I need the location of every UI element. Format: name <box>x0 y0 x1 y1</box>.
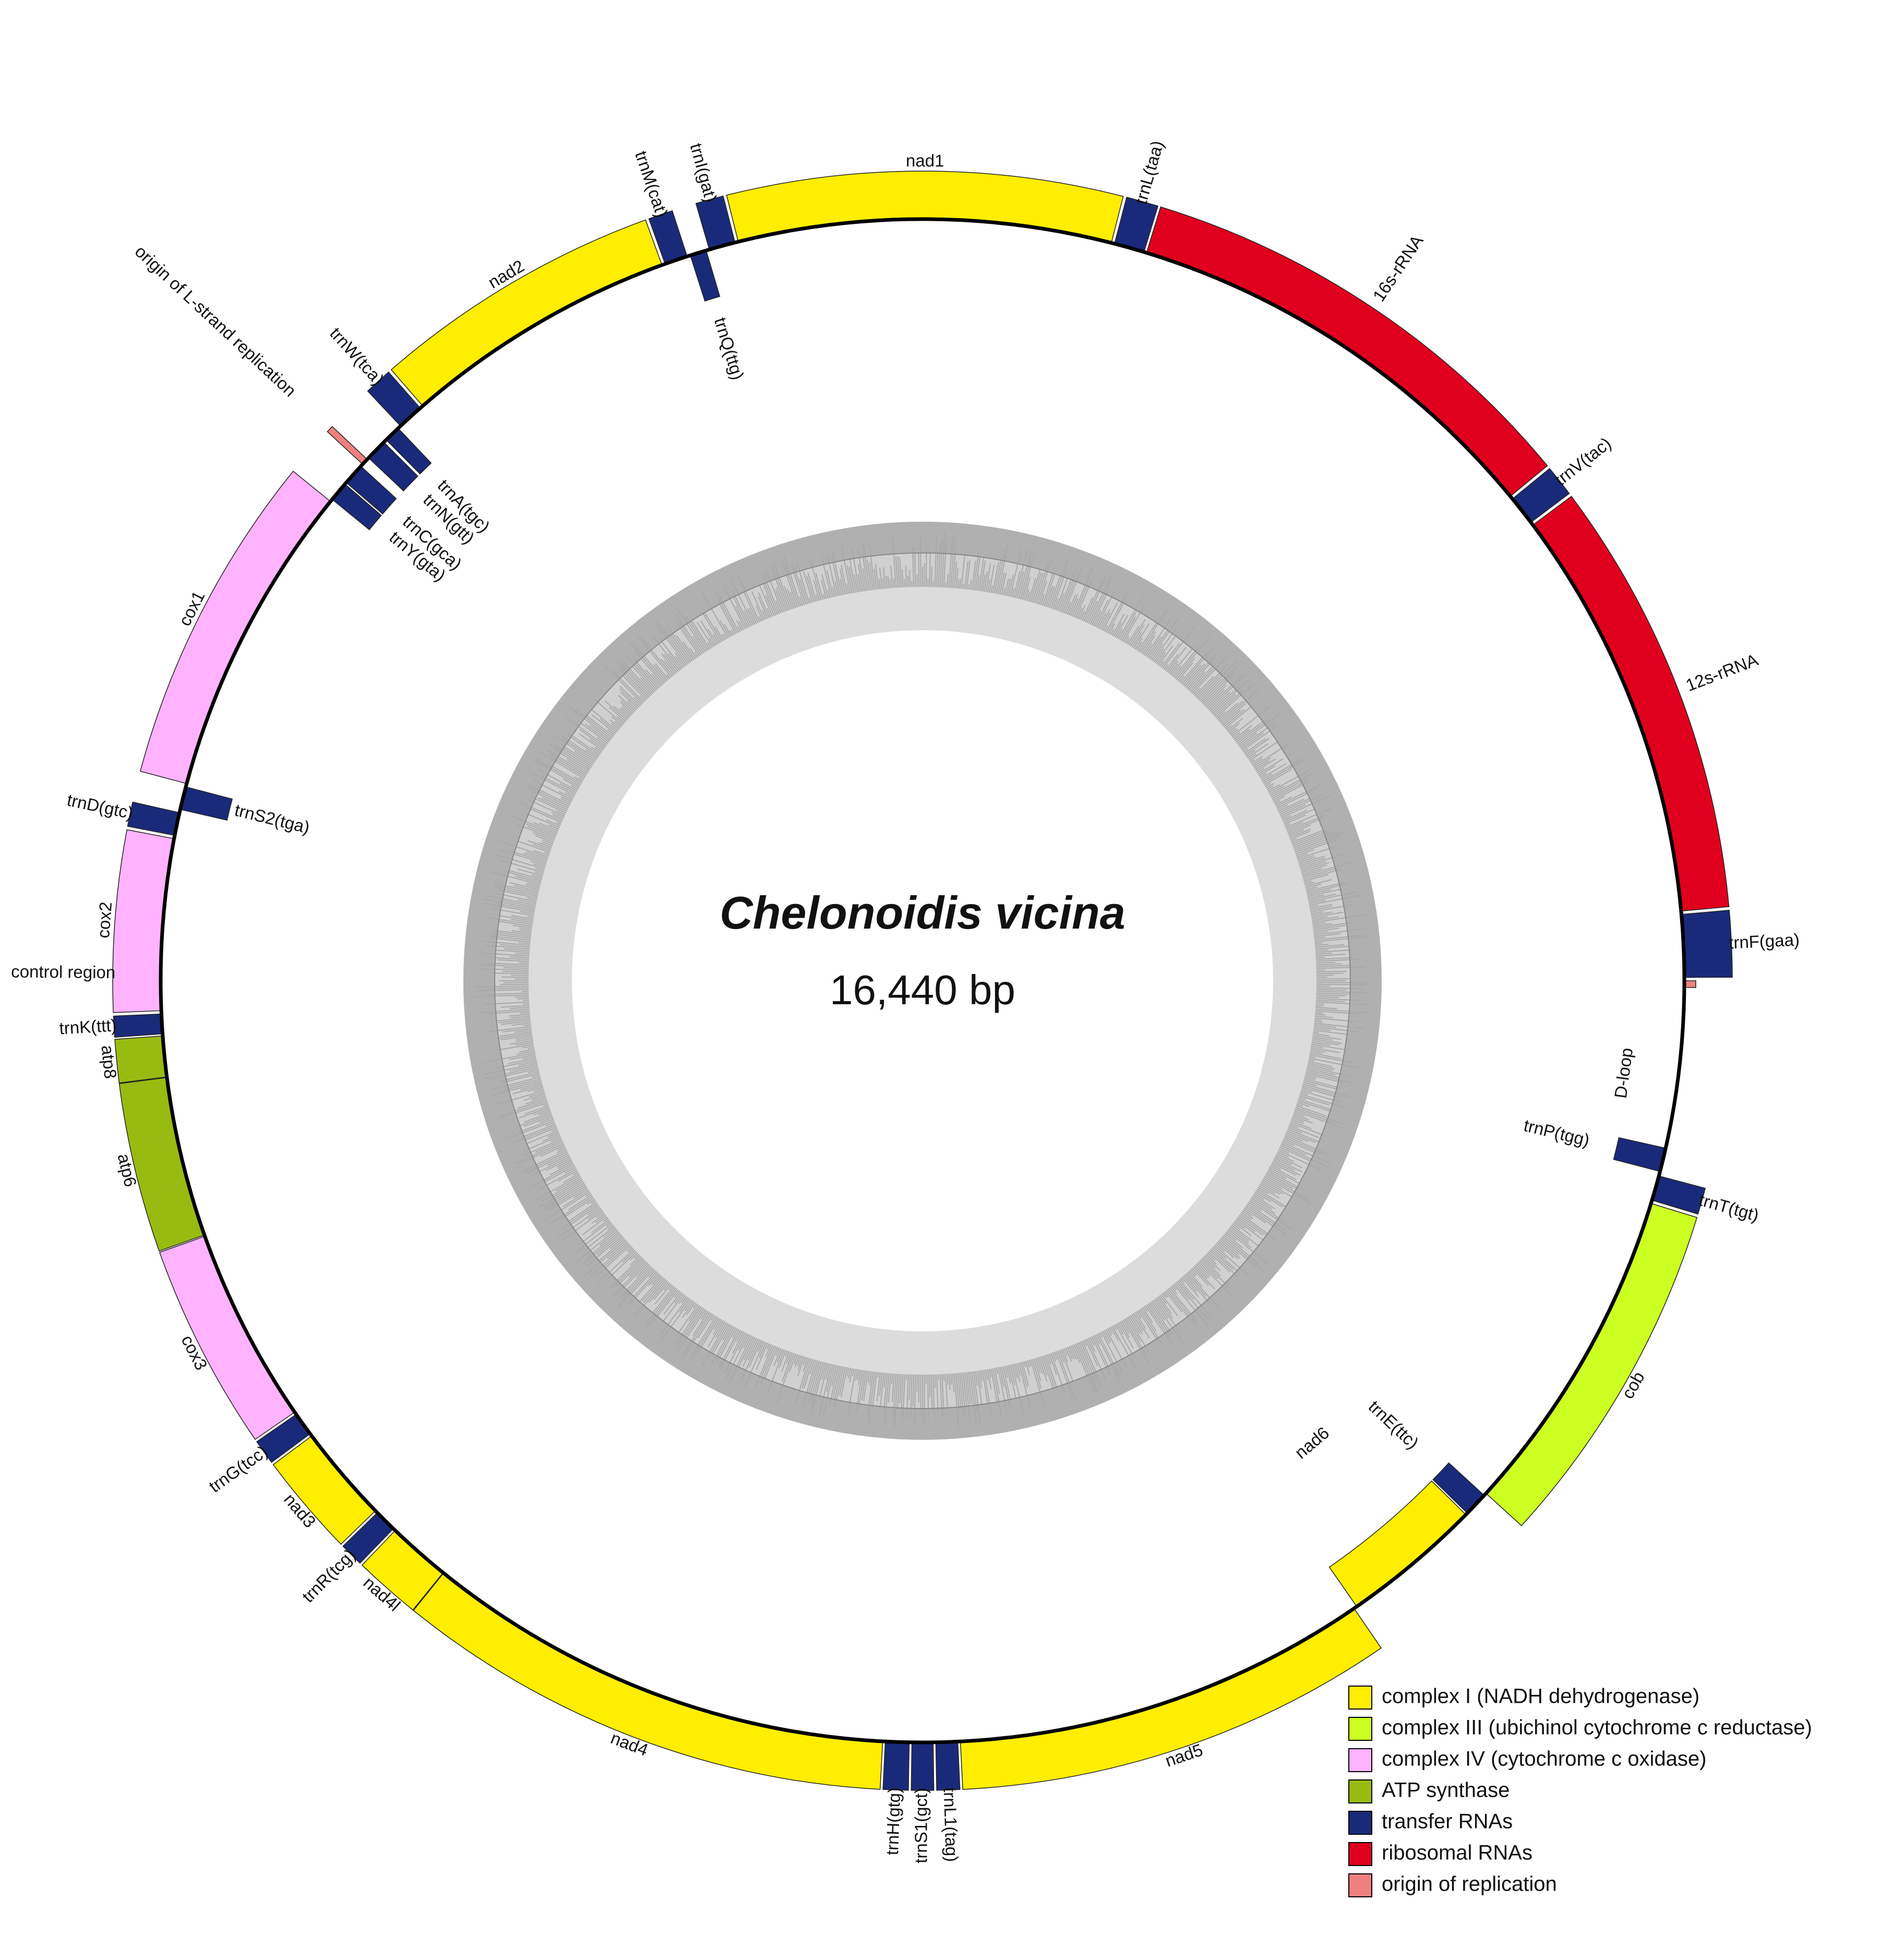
gc-bar-set <box>475 533 1370 1427</box>
gene-label: origin of L-strand replication <box>131 242 300 401</box>
gene-trnd-gtc <box>127 801 180 836</box>
legend: complex I (NADH dehydrogenase) complex II… <box>1348 1685 1812 1897</box>
gene-trnq-ttg <box>689 250 721 302</box>
legend-label: origin of replication <box>1382 1873 1557 1896</box>
gene-label: trnQ(ttg) <box>711 315 748 382</box>
gene-label: trnH(gtg) <box>882 1787 904 1855</box>
gene-control-region <box>1685 980 1696 988</box>
gene-label: trnE(ttc) <box>1365 1397 1423 1453</box>
gene-16s-rrna <box>1146 206 1548 497</box>
gene-atp8 <box>114 1035 167 1084</box>
gene-label: trnG(tcc) <box>205 1441 271 1496</box>
legend-swatch <box>1348 1842 1372 1866</box>
gene-label: trnK(ttt) <box>59 1015 117 1038</box>
gene-label: 12s-rRNA <box>1683 650 1761 695</box>
legend-label: ATP synthase <box>1382 1779 1510 1802</box>
gene-label: trnF(gaa) <box>1728 930 1800 952</box>
legend-label: complex IV (cytochrome c oxidase) <box>1382 1748 1706 1771</box>
gene-label: trnI(gat) <box>687 141 721 204</box>
gene-label: nad6 <box>1291 1423 1333 1463</box>
gene-trnh-gtg <box>882 1741 910 1791</box>
gene-label: control region <box>11 961 115 982</box>
center-disc <box>572 630 1273 1331</box>
gene-trnp-tgg <box>1613 1137 1667 1172</box>
gene-label: trnV(tac) <box>1551 434 1614 489</box>
legend-swatch <box>1348 1748 1372 1772</box>
gene-trnl1-tag <box>935 1741 961 1791</box>
gene-label: trnS1(gct) <box>912 1788 931 1863</box>
gene-trns1-gct <box>911 1742 935 1791</box>
gene-cox1 <box>139 471 331 785</box>
legend-swatch <box>1348 1873 1372 1897</box>
gene-trnk-ttt <box>113 1013 163 1038</box>
gc-mid-line <box>494 552 1351 1409</box>
gene-label: trnL(taa) <box>1131 138 1167 206</box>
genome-size: 16,440 bp <box>830 967 1015 1013</box>
legend-label: complex I (NADH dehydrogenase) <box>1382 1685 1699 1708</box>
legend-swatch <box>1348 1717 1372 1741</box>
gc-bars <box>475 533 1370 1427</box>
backbone-circle <box>159 217 1686 1744</box>
gene-label: trnM(cat) <box>631 149 672 220</box>
gene-label: trnL1(tag) <box>940 1787 962 1862</box>
genome-backbone <box>159 217 1686 1744</box>
gene-label: trnT(tgt) <box>1697 1190 1761 1225</box>
gene-label: trnP(tgg) <box>1522 1115 1591 1150</box>
legend-swatch <box>1348 1686 1372 1710</box>
gene-cob <box>1485 1202 1698 1526</box>
gene-label: D-loop <box>1611 1046 1636 1099</box>
gene-label: trnW(tca) <box>326 323 388 389</box>
gene-label: cox2 <box>93 901 115 939</box>
legend-label: transfer RNAs <box>1382 1810 1513 1833</box>
gene-cox3 <box>159 1235 295 1440</box>
gene-origin-of-l-strand-replication <box>327 426 367 464</box>
gene-nad6 <box>1328 1480 1467 1607</box>
gene-label: nad1 <box>906 151 944 170</box>
gene-label: atp8 <box>98 1044 120 1080</box>
gene-trnf-gaa <box>1681 909 1733 978</box>
gene-label: trnS2(tga) <box>233 800 312 837</box>
gene-trns2-tga <box>179 786 233 821</box>
legend-swatch <box>1348 1779 1372 1803</box>
legend-label: ribosomal RNAs <box>1382 1842 1532 1864</box>
genome-title: Chelonoidis vicina <box>720 887 1125 939</box>
gene-label: 16s-rRNA <box>1369 232 1427 305</box>
legend-swatch <box>1348 1811 1372 1835</box>
gene-label: trnD(gtc) <box>65 790 135 823</box>
gene-label: trnR(tcg) <box>298 1545 359 1606</box>
legend-label: complex III (ubichinol cytochrome c redu… <box>1382 1716 1812 1739</box>
gene-nad2 <box>390 219 663 407</box>
gc-content-ring <box>463 522 1382 1440</box>
